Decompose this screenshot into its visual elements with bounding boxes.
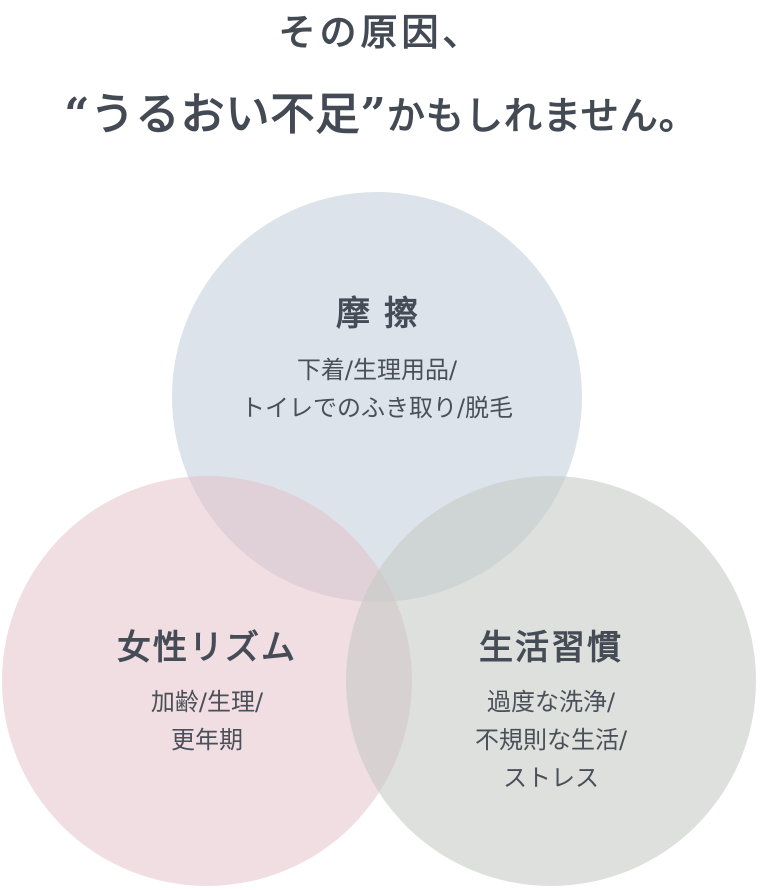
lifestyle-line-1: 過度な洗浄/ — [486, 688, 616, 716]
headline-line-1: その原因、 — [278, 10, 484, 54]
lifestyle-label-group: 生活習慣 過度な洗浄/ 不規則な生活/ ストレス — [351, 620, 751, 797]
female-rhythm-line-2: 更年期 — [171, 726, 243, 754]
headline-quoted-phrase: “うるおい不足” — [64, 89, 387, 140]
headline-line-2: “うるおい不足”かもしれません。 — [0, 78, 762, 142]
friction-label-group: 摩擦 下着/生理用品/ トイレでのふき取り/脱毛 — [177, 286, 577, 427]
friction-line-1: 下着/生理用品/ — [296, 356, 458, 384]
female-rhythm-title: 女性リズム — [117, 628, 297, 668]
female-rhythm-line-1: 加齢/生理/ — [150, 688, 264, 716]
friction-line-2: トイレでのふき取り/脱毛 — [240, 394, 514, 422]
lifestyle-line-3: ストレス — [503, 764, 599, 792]
circle-female-rhythm — [2, 476, 412, 886]
female-rhythm-label-group: 女性リズム 加齢/生理/ 更年期 — [7, 620, 407, 759]
circle-lifestyle — [346, 476, 756, 886]
headline-rest: かもしれません。 — [386, 93, 698, 138]
friction-title: 摩擦 — [336, 294, 432, 334]
lifestyle-title: 生活習慣 — [479, 628, 623, 668]
lifestyle-line-2: 不規則な生活/ — [474, 726, 628, 754]
